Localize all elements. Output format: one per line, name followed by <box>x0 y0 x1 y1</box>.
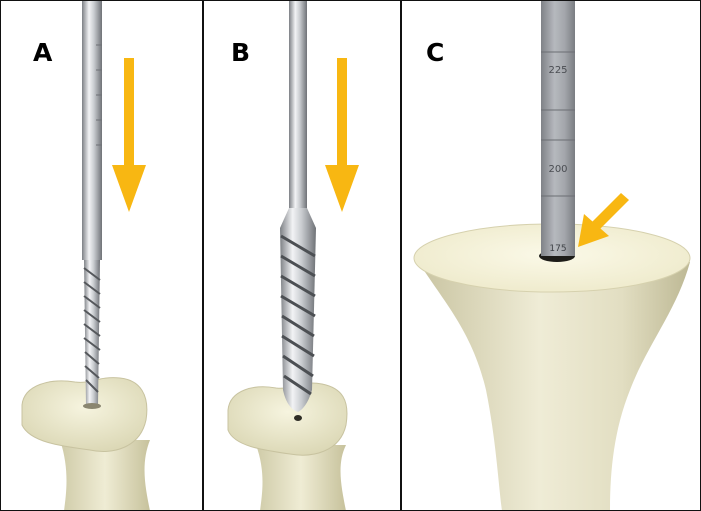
panel-divider-1 <box>202 0 204 511</box>
down-arrow-icon <box>325 58 359 212</box>
panel-a: A <box>0 0 202 511</box>
measuring-rod <box>541 0 575 256</box>
panel-divider-2 <box>400 0 402 511</box>
drill-shaft <box>82 0 102 260</box>
panel-label-c: C <box>426 38 444 67</box>
drill-entry-hole <box>294 415 302 421</box>
tibia-plateau <box>22 378 147 452</box>
panel-c-illustration: 225 200 175 <box>402 0 701 511</box>
rod-mark-upper: 225 <box>548 65 567 76</box>
drill-bit-tip <box>84 260 100 405</box>
rod-mark-lower: 175 <box>549 244 566 254</box>
panel-b-illustration <box>204 0 400 511</box>
panel-label-b: B <box>231 38 250 67</box>
panel-label-a: A <box>33 38 52 67</box>
down-arrow-icon <box>112 58 146 212</box>
tibia-body <box>416 258 690 511</box>
rod-mark-middle: 200 <box>548 164 567 175</box>
panel-c: 225 200 175 C <box>402 0 701 511</box>
drill-shaft <box>289 0 307 208</box>
panel-b: B <box>204 0 400 511</box>
panel-a-illustration <box>0 0 202 511</box>
drill-entry-hole <box>83 403 101 409</box>
drill-taper <box>280 208 316 228</box>
